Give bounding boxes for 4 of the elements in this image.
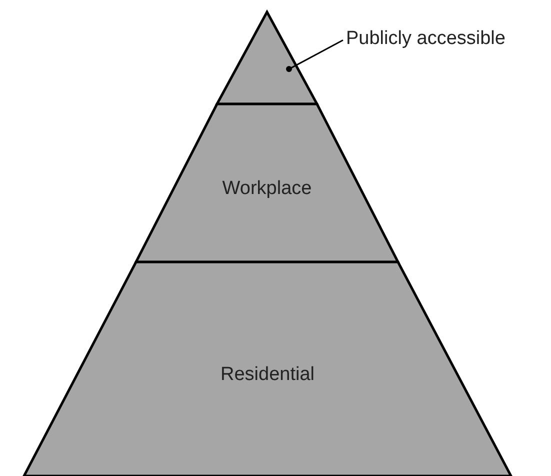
leader-line: [286, 39, 344, 72]
tier-label: Workplace: [222, 178, 312, 200]
tier-label: Residential: [220, 364, 314, 386]
callout-label: Publicly accessible: [346, 28, 506, 50]
